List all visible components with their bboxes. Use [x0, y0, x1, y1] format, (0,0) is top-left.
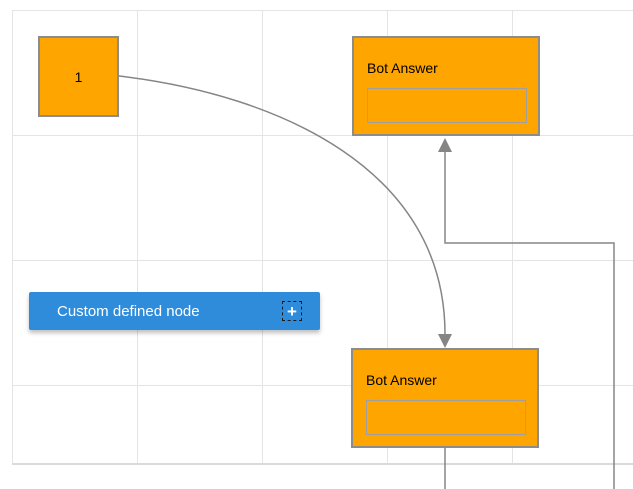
node-bot-answer-top[interactable]: Bot Answer — [352, 36, 540, 136]
bot-answer-field[interactable] — [367, 88, 527, 123]
node-1-label: 1 — [74, 68, 83, 85]
node-1[interactable]: 1 — [38, 36, 119, 117]
arrowhead-up-icon — [438, 138, 452, 152]
connector-orthogonal[interactable] — [444, 152, 615, 489]
node-custom-defined[interactable]: Custom defined node + — [29, 292, 320, 330]
add-icon[interactable]: + — [282, 301, 302, 321]
connector-curve[interactable] — [118, 75, 446, 335]
bot-answer-field[interactable] — [366, 400, 526, 435]
custom-node-label: Custom defined node — [57, 302, 200, 320]
arrowhead-down-icon — [438, 334, 452, 348]
node-bot-answer-bottom[interactable]: Bot Answer — [351, 348, 539, 448]
bot-answer-title: Bot Answer — [367, 60, 438, 76]
bot-answer-title: Bot Answer — [366, 372, 437, 388]
